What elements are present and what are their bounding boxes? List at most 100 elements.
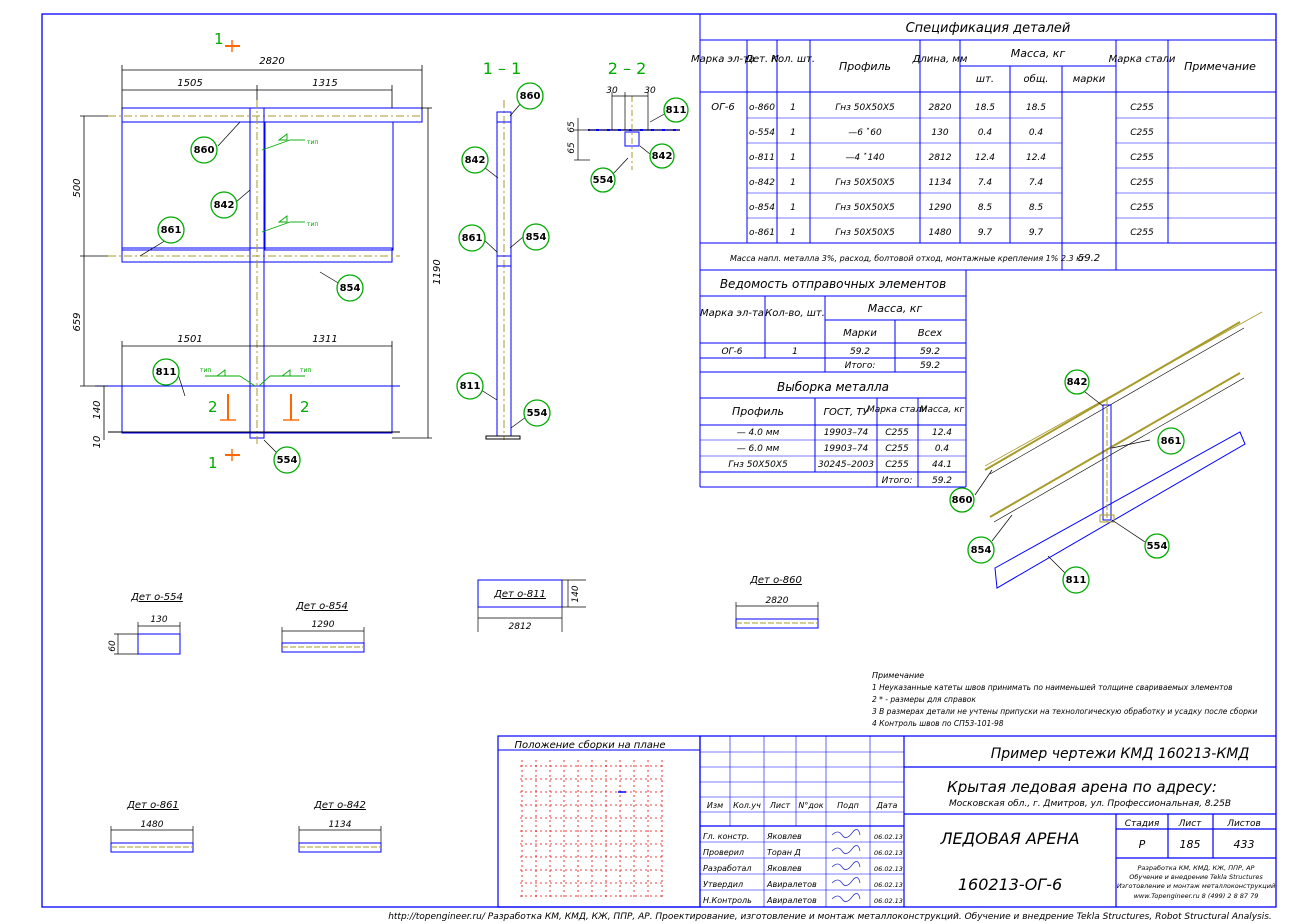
detail-title: Дет о-842: [313, 800, 366, 811]
shipping-total-value: 59.2: [920, 361, 940, 371]
signature-scribble: [831, 829, 861, 838]
metal-total-label: Итого:: [882, 476, 913, 486]
metal-header-profile: Профиль: [732, 405, 784, 418]
detail-o-842: Дет о-842 1134: [298, 800, 382, 853]
svg-text:842: 842: [1067, 377, 1088, 388]
metal-header-mass: Масса, кг: [920, 405, 965, 415]
metal-cell: 19903–74: [824, 444, 869, 454]
section-2-2-title: 2 – 2: [608, 59, 647, 78]
spec-footer-total: 59.2: [1078, 253, 1100, 264]
spec-cell: 1: [790, 228, 796, 238]
spec-cell: 18.5: [1026, 103, 1046, 113]
callout-811: 811: [1062, 566, 1090, 594]
dim-s2-65a: 65: [567, 121, 577, 133]
spec-cell: —4 ˟140: [845, 152, 885, 163]
svg-text:2812: 2812: [509, 622, 532, 632]
tb-col-header: N°док: [798, 801, 823, 810]
callout-554: 554: [273, 446, 301, 474]
weld-mark-label: тип: [200, 367, 211, 374]
shipping-row-mass-all: 59.2: [920, 347, 940, 357]
tb-person-name: Авиралетов: [766, 880, 817, 889]
tb-sheets-label: Листов: [1226, 819, 1261, 829]
spec-cell: о-811: [749, 153, 775, 163]
spec-cell: 1: [790, 153, 796, 163]
callout-554: 554: [590, 167, 616, 193]
spec-cell: 1134: [929, 178, 952, 188]
svg-text:554: 554: [277, 455, 298, 466]
svg-text:811: 811: [666, 105, 687, 116]
dim-bottom-right: 1311: [312, 334, 337, 345]
dim-s2-30b: 30: [644, 86, 656, 96]
spec-cell: 0.4: [978, 128, 993, 138]
title-block: Изм Кол.уч Лист N°док Подп Дата Гл. конс…: [699, 735, 1276, 907]
spec-header-qty: Кол. шт.: [771, 54, 815, 65]
detail-o-860: Дет о-860 2820: [735, 575, 819, 629]
shipping-title: Ведомость отправочных элементов: [720, 277, 946, 291]
tb-org-line: Разработка КМ, КМД, КЖ, ППР, АР: [1138, 864, 1255, 872]
callout-811: 811: [456, 372, 484, 400]
spec-cell: 8.5: [1029, 203, 1044, 213]
svg-text:842: 842: [214, 200, 235, 211]
tb-role: Н.Контроль: [703, 896, 752, 905]
spec-cell: 0.4: [1029, 128, 1044, 138]
spec-cell: 18.5: [975, 103, 995, 113]
plan-position-box: Положение сборки на плане: [497, 735, 701, 908]
callout-811: 811: [663, 97, 689, 123]
shipping-header-mass: Масса, кг: [868, 302, 923, 315]
spec-cell: 2812: [929, 153, 952, 163]
tb-col-header: Дата: [876, 801, 898, 810]
svg-text:554: 554: [527, 408, 548, 419]
svg-text:1: 1: [208, 454, 218, 472]
tb-date: 06.02.13: [874, 881, 903, 889]
metal-cell: — 6.0 мм: [737, 444, 780, 454]
spec-element-mark: ОГ-6: [711, 102, 734, 113]
metal-cell: 44.1: [932, 460, 952, 470]
svg-text:854: 854: [971, 545, 992, 556]
detail-o-554: Дет о-554 130 60: [108, 592, 183, 655]
svg-text:861: 861: [161, 225, 182, 236]
svg-text:2: 2: [208, 398, 218, 416]
tb-drawing-name: Пример чертежи КМД 160213-КМД: [991, 746, 1250, 762]
spec-cell: С255: [1130, 228, 1154, 238]
spec-title: Спецификация деталей: [906, 21, 1071, 36]
signature-scribble: [831, 893, 861, 902]
tb-org-line: www.Topengineer.ru 8 (499) 2 8 87 79: [1134, 892, 1259, 900]
tb-person-name: Торан Д: [767, 848, 801, 857]
section-mark-1-top: 1: [214, 30, 240, 52]
spec-cell: о-860: [749, 103, 775, 113]
dim-v-1190: 1190: [432, 259, 443, 284]
spec-header-steel: Марка стали: [1109, 54, 1176, 65]
metal-title: Выборка металла: [777, 380, 889, 394]
callout-860: 860: [949, 487, 975, 513]
detail-o-811: Дет о-811 2812 140: [477, 579, 586, 632]
tb-sheet: 185: [1180, 838, 1201, 851]
tb-role: Проверил: [703, 848, 744, 857]
tb-date: 06.02.13: [874, 897, 903, 905]
spec-cell: С255: [1130, 128, 1154, 138]
dim-v-10: 10: [92, 436, 103, 449]
tb-date: 06.02.13: [874, 849, 903, 857]
tb-people: Гл. констр. Яковлев 06.02.13 Проверил Торан …: [703, 829, 903, 905]
callout-842: 842: [649, 143, 675, 169]
tb-person-name: Яковлев: [766, 832, 802, 841]
callout-554: 554: [1144, 533, 1170, 559]
metal-table: Выборка металла Профиль ГОСТ, ТУ Марка с…: [700, 380, 966, 488]
spec-header-mass-mark: марки: [1073, 74, 1106, 85]
callout-554: 554: [523, 399, 551, 427]
shipping-row-qty: 1: [792, 347, 798, 357]
tb-col-header: Кол.уч: [733, 801, 761, 810]
tb-role: Разработал: [703, 864, 751, 873]
isometric-view: 842 861 860 854 554 811: [949, 311, 1263, 594]
tb-role: Утвердил: [703, 880, 743, 889]
dim-s2-30a: 30: [606, 86, 618, 96]
dim-v-659: 659: [72, 312, 83, 331]
tb-code: 160213-ОГ-6: [958, 875, 1062, 894]
shipping-header-mass-mark: Марки: [843, 328, 877, 339]
svg-text:854: 854: [526, 232, 547, 243]
tb-role: Гл. констр.: [703, 832, 749, 841]
spec-cell: 1: [790, 203, 796, 213]
spec-header-length: Длина, мм: [912, 54, 968, 65]
dim-top-right: 1315: [312, 78, 337, 89]
spec-header-note: Примечание: [1184, 60, 1256, 73]
